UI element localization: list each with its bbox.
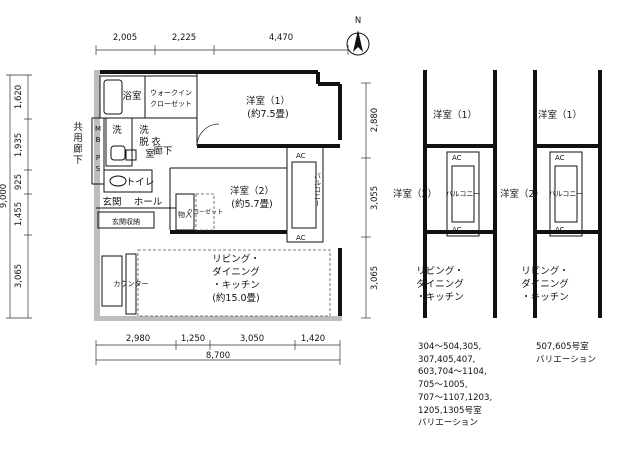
variant-a-balcony: バルコニー [446,190,481,198]
room-bath-label: 浴室 [122,90,141,102]
right-dim-2: 3,055 [370,186,380,210]
left-dim-1: 1,620 [14,85,24,109]
top-dim-1: 2,005 [113,33,137,43]
variant-b-ac-2: AC [555,226,565,234]
variant-a-western1: 洋室（1） [433,109,477,121]
ldk-line2: ダイニング [212,266,260,278]
variant-b-balcony: バルコニー [549,190,584,198]
variant-b-ldk-3: ・キッチン [521,292,569,303]
variant-b-ac-1: AC [555,154,565,162]
variant-a-note-line: バリエーション [418,418,478,429]
variant-a-ldk-1: リビング・ [416,265,464,277]
ldk-line4: (約15.0畳) [212,292,260,304]
room-hall-label: ホール [134,197,163,208]
variant-a-note: 304〜504,305, 307,405,407, 603,704〜1104, … [418,341,538,430]
room-western2-line2: (約5.7畳) [231,198,273,210]
room-walkin-line2: クローゼット [150,99,192,108]
top-dimension-line: 2,005 2,225 4,470 [95,33,349,55]
variant-a-plan: 洋室（1） 洋室（2） バルコニー AC AC リビング・ ダイニング ・キッチ… [393,70,497,318]
shared-corridor-1: 共 [73,122,83,133]
variant-b-ldk-2: ダイニング [521,278,569,290]
variant-b-western2: 洋室（2） [500,188,544,200]
dressing-2: 脱 [139,136,149,148]
variant-b-note-line: 507,605号室 [536,342,589,352]
room-entrance-label: 玄関 [102,196,121,208]
variant-b-note: 507,605号室 バリエーション [536,341,636,366]
ac-label-1: AC [296,152,306,160]
top-dim-3: 4,470 [269,33,293,43]
variant-a-note-line: 705〜1005, [418,380,468,391]
variant-a-ldk-2: ダイニング [416,278,464,290]
bottom-dim-total: 8,700 [206,351,230,361]
bottom-dim-2: 1,250 [181,334,205,344]
variant-a-ac-2: AC [452,226,462,234]
mbps-b: B [96,136,101,144]
variant-b-western1: 洋室（1） [538,109,582,121]
variant-a-note-line: 603,704〜1104, [418,367,487,378]
dressing-1: 洗 [139,124,149,136]
left-dim-3: 925 [14,174,24,190]
room-western1-line2: (約7.5畳) [247,108,289,120]
mbps-p: P [96,154,100,162]
variant-b-ldk-1: リビング・ [521,265,569,277]
entrance-storage-label: 玄関収納 [112,217,140,226]
variant-a-ldk-3: ・キッチン [416,292,464,303]
bottom-dimension-lines: 2,980 1,250 3,050 1,420 8,700 [95,334,341,365]
variant-a-note-line: 1205,1305号室 [418,405,482,416]
counter-label: カウンター [114,279,149,288]
bottom-dim-4: 1,420 [301,334,325,344]
counter-text: カウンター [114,279,149,288]
right-dimension-line: 2,880 3,055 3,065 [361,82,380,319]
variant-a-note-line: 304〜504,305, [418,342,482,352]
right-dim-1: 2,880 [370,108,380,132]
room-wash-label: 洗 [112,124,122,136]
dressing-4: 室 [145,148,155,160]
variant-a-note-line: 307,405,407, [418,354,476,365]
shared-corridor-3: 廊 [73,143,83,155]
left-dimension-lines: 1,620 1,935 925 1,455 3,065 9,000 [0,74,32,319]
main-floor-plan: 浴室 ウォークイン クローゼット 洋室（1） (約7.5畳) M B P S 共… [73,70,342,321]
left-dim-4: 1,455 [14,202,24,226]
ac-label-2: AC [296,234,306,242]
north-compass-icon: N [346,16,370,56]
room-western2-line1: 洋室（2） [230,185,274,197]
variant-a-western2: 洋室（2） [393,188,437,200]
room-corridor-label: 廊下 [153,145,172,157]
closet-label: クローゼット [187,208,223,216]
dressing-3: 衣 [151,136,161,148]
variant-b-note-line: バリエーション [536,354,596,365]
mbps-m: M [95,125,101,133]
variant-a-ac-1: AC [452,154,462,162]
variant-a-note-line: 707〜1107,1203, [418,392,493,403]
storage-label: 物入 [178,210,192,219]
bottom-dim-1: 2,980 [126,334,150,344]
room-toilet-label: トイレ [126,177,155,188]
mbps-s: S [96,165,101,173]
shared-corridor-2: 用 [73,133,83,144]
room-walkin-line1: ウォークイン [150,89,192,97]
left-dim-5: 3,065 [14,264,24,288]
right-dim-3: 3,065 [370,266,380,290]
left-dim-2: 1,935 [14,133,24,157]
bottom-dim-3: 3,050 [240,334,264,344]
room-western1-line1: 洋室（1） [246,95,290,107]
left-dim-total: 9,000 [0,184,9,208]
shared-corridor-4: 下 [73,155,83,166]
compass-label: N [355,16,361,26]
ldk-line3: ・キッチン [212,280,260,291]
top-dim-2: 2,225 [172,33,196,43]
ldk-line1: リビング・ [212,253,260,265]
variant-b-plan: 洋室（1） 洋室（2） バルコニー AC AC リビング・ ダイニング ・キッチ… [500,70,602,318]
